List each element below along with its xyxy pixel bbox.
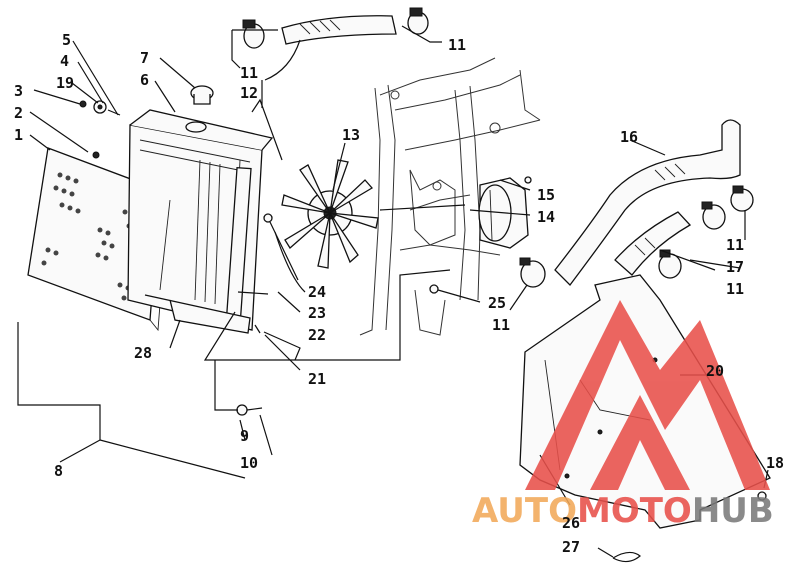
label-part-25: 25 [488,294,506,312]
upper-hose [242,7,429,49]
label-part-23: 23 [308,304,326,322]
watermark-logo-outer [525,300,770,490]
label-part-28: 28 [134,344,152,362]
watermark-text-auto: AUTO [472,491,577,531]
label-part-16: 16 [620,128,638,146]
label-part-15: 15 [537,186,555,204]
label-part-2: 2 [14,104,23,122]
label-part-3: 3 [14,82,23,100]
watermark: AUTOMOTOHUB [472,300,774,531]
label-part-22: 22 [308,326,326,344]
watermark-text-moto: MOTO [577,491,692,531]
label-part-10: 10 [240,454,258,472]
label-part-11-upper-left: 11 [240,64,258,82]
label-part-9: 9 [240,427,249,445]
cooling-fan [281,159,379,269]
label-part-7: 7 [140,49,149,67]
label-part-11-right: 11 [726,236,744,254]
label-part-20: 20 [706,362,724,380]
label-part-27: 27 [562,538,580,556]
label-part-11-lower-left: 11 [492,316,510,334]
label-part-5: 5 [62,31,71,49]
lower-hose-short [614,211,692,276]
label-part-17: 17 [726,258,744,276]
watermark-logo-inner [590,395,690,490]
label-part-8: 8 [54,462,63,480]
hose-clamps [519,185,754,288]
label-part-18: 18 [766,454,784,472]
label-part-4: 4 [60,52,69,70]
label-part-19: 19 [56,74,74,92]
watermark-text-hub: HUB [692,491,774,531]
label-part-21: 21 [308,370,326,388]
lower-hose-long [554,119,741,286]
label-part-13: 13 [342,126,360,144]
radiator [127,85,274,334]
label-part-1: 1 [14,126,23,144]
label-part-12: 12 [240,84,258,102]
part-labels: 1 2 3 4 5 6 7 8 9 10 11 11 11 11 11 12 1… [14,31,784,556]
chassis-frame [359,57,541,336]
label-part-11-upper-right: 11 [448,36,466,54]
label-part-24: 24 [308,283,326,301]
label-part-11-lower-right: 11 [726,280,744,298]
label-part-14: 14 [537,208,555,226]
label-part-6: 6 [140,71,149,89]
hardware [79,100,767,563]
svg-text:AUTOMOTOHUB: AUTOMOTOHUB [472,491,774,531]
label-part-26: 26 [562,514,580,532]
